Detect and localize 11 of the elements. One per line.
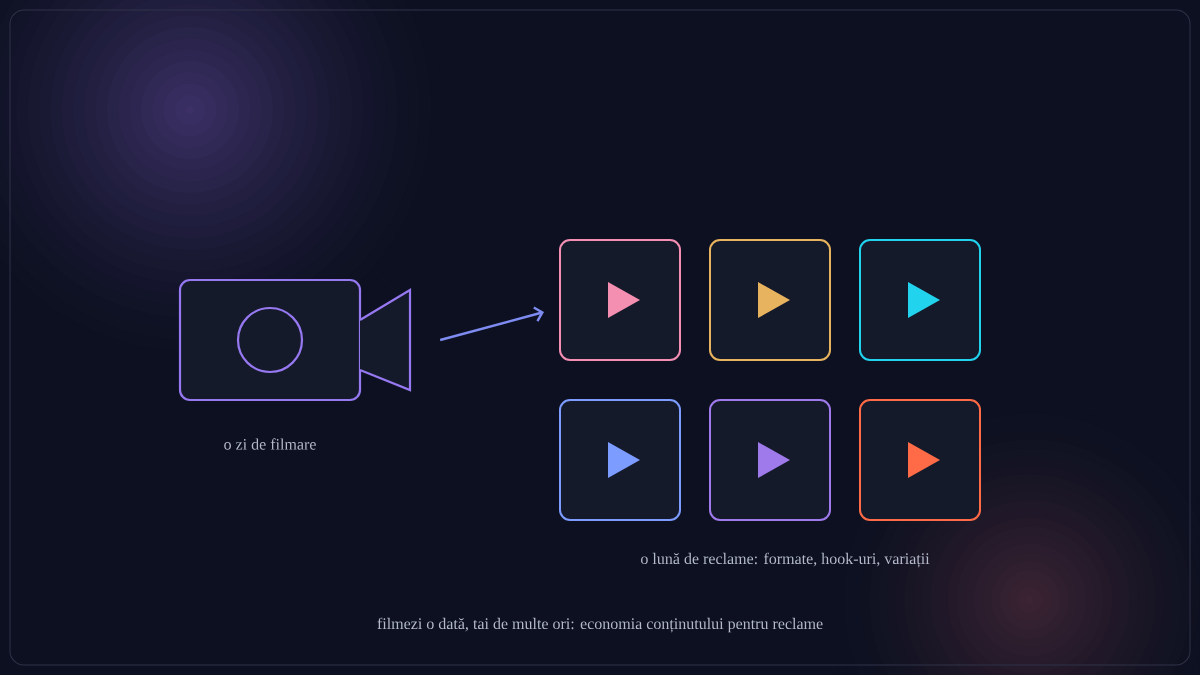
video-tile <box>559 239 681 361</box>
video-tile <box>709 399 831 521</box>
video-tile <box>709 239 831 361</box>
caption: o lună de reclame: formate, hook-uri, variații <box>641 552 930 568</box>
caption: filmezi o dată, tai de multe ori: economia conținutului pentru reclame <box>377 617 823 633</box>
video-tile <box>559 399 681 521</box>
video-tile <box>859 399 981 521</box>
node-label: o zi de filmare <box>224 438 316 450</box>
arrow <box>439 306 544 342</box>
video-tile <box>859 239 981 361</box>
camera-drawing <box>178 278 412 402</box>
